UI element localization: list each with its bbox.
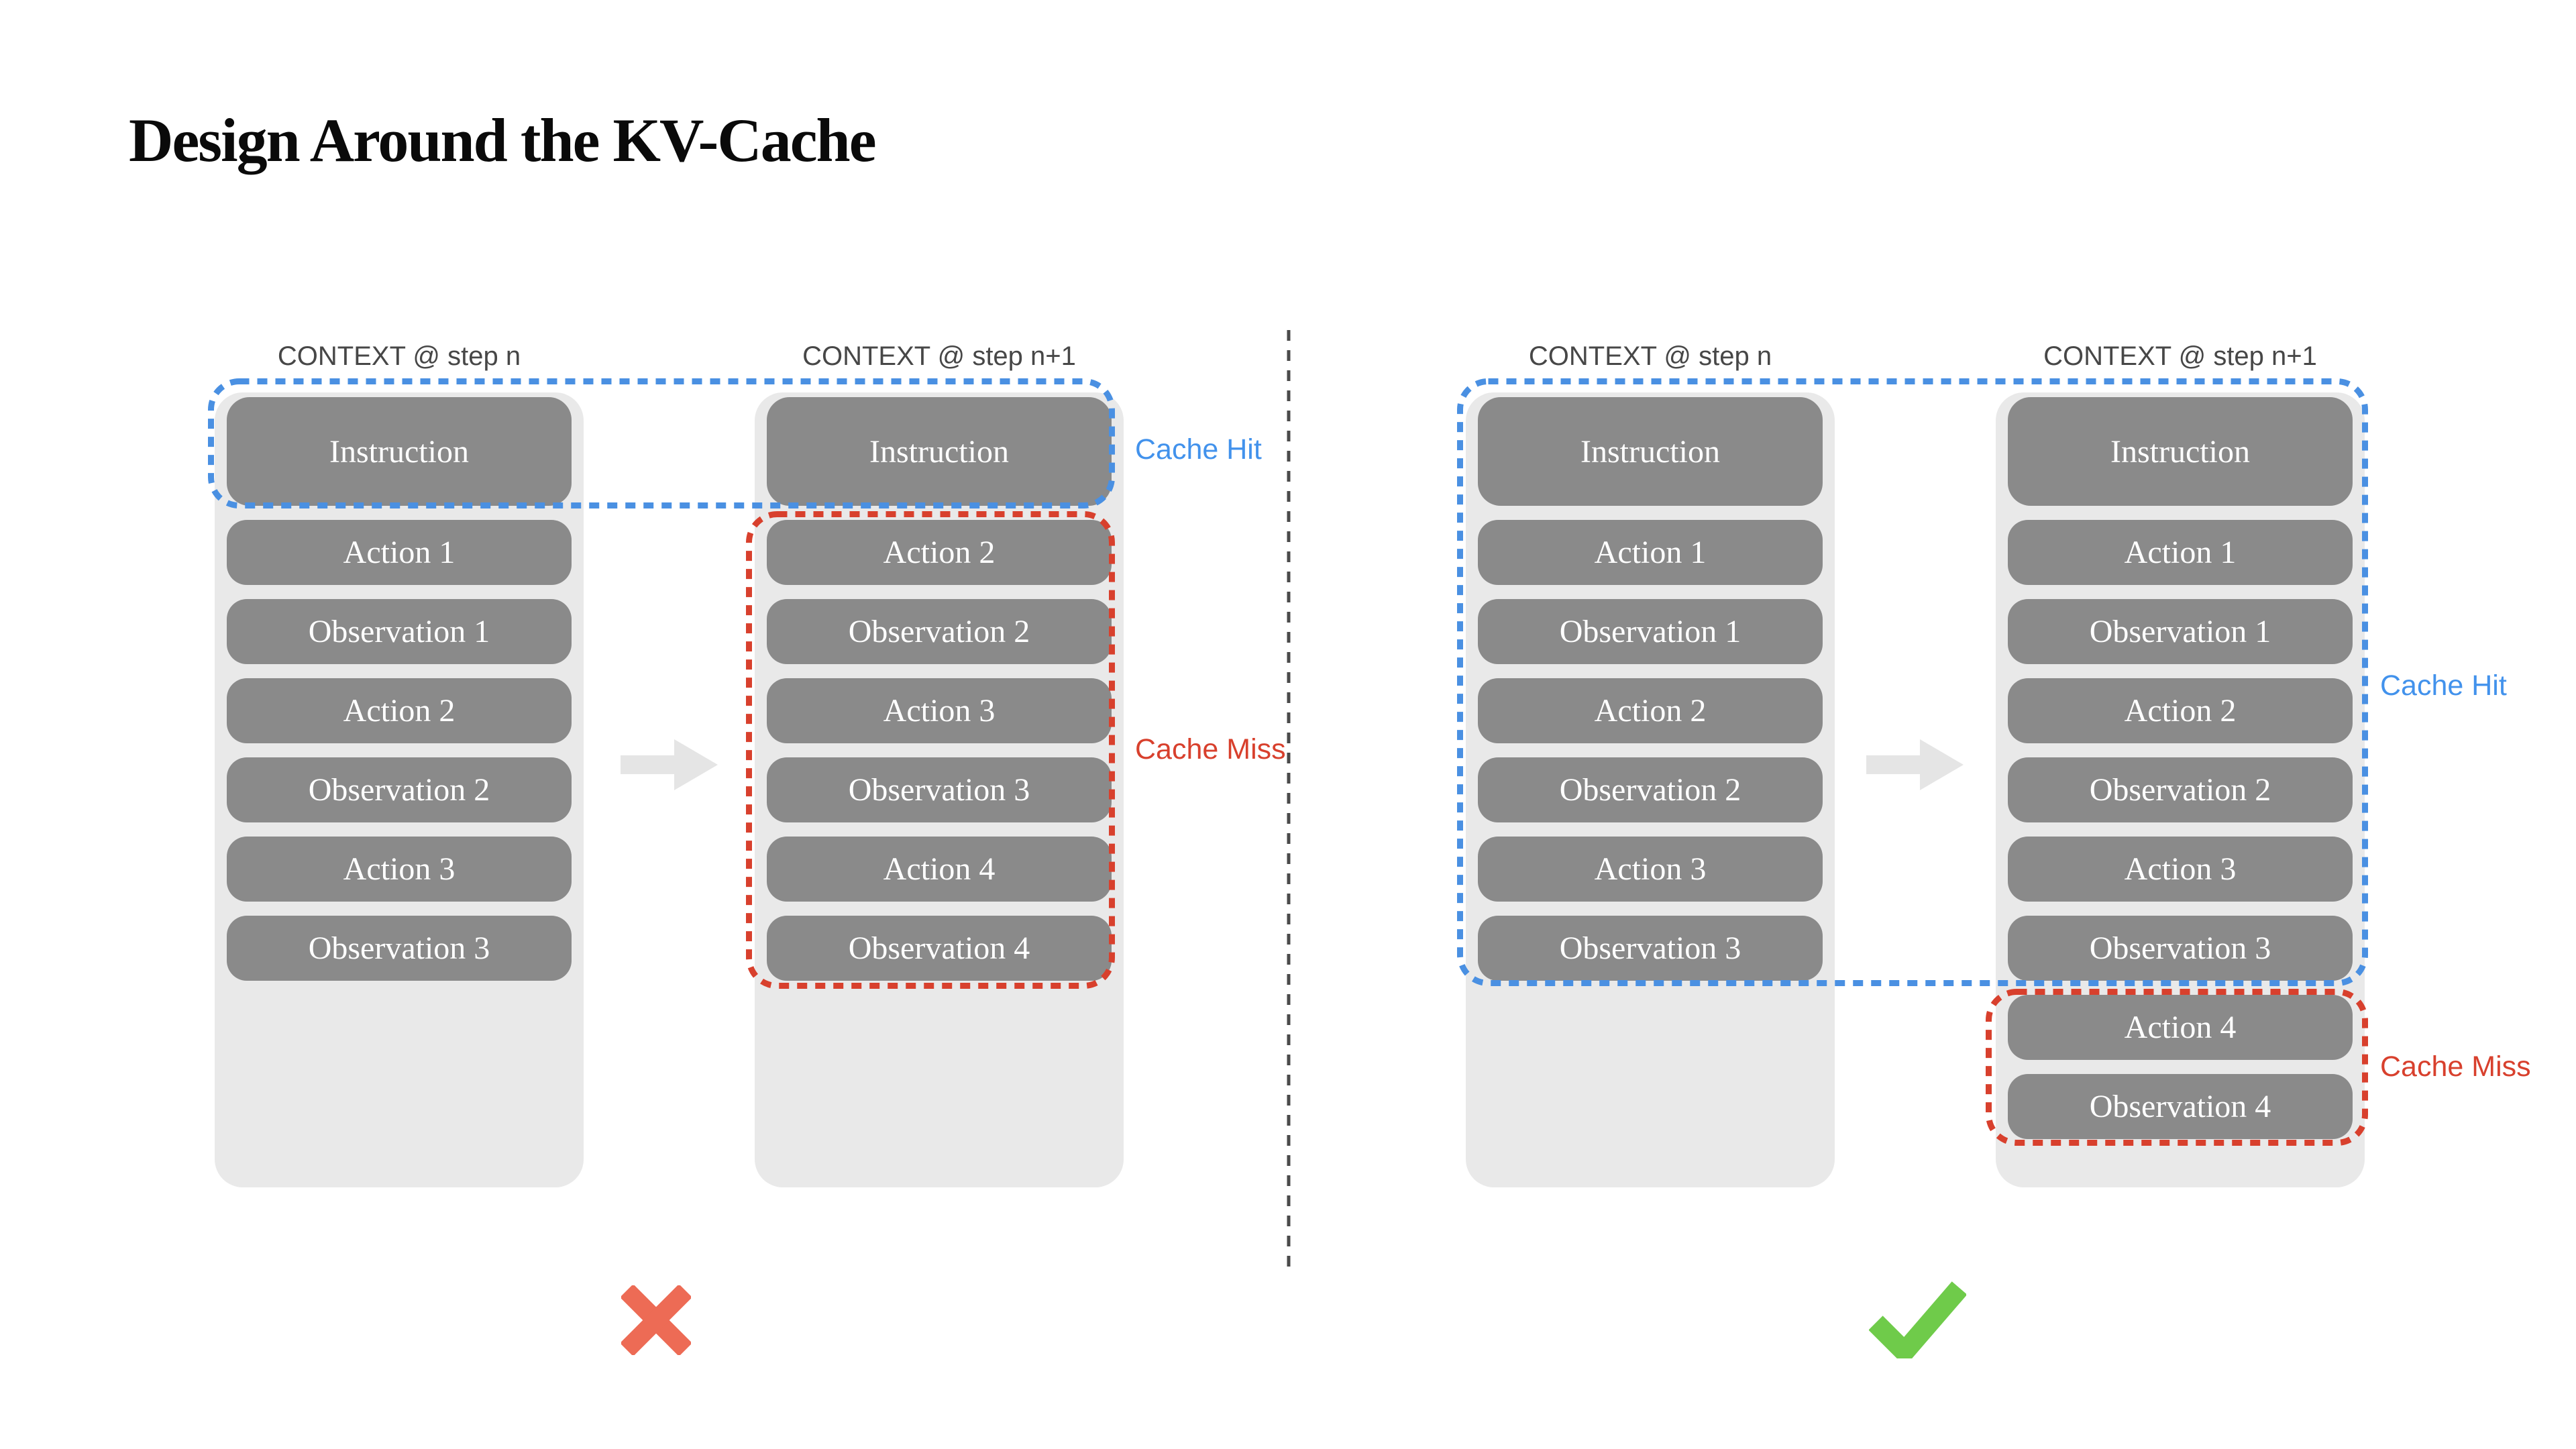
message-box-action-2: Action 2 bbox=[1478, 678, 1823, 743]
message-box-observation-4: Observation 4 bbox=[2008, 1074, 2353, 1139]
column-header-step-n-plus-1: CONTEXT @ step n+1 bbox=[802, 341, 1076, 371]
message-box-action-1: Action 1 bbox=[227, 520, 572, 585]
message-box-observation-2: Observation 2 bbox=[1478, 757, 1823, 822]
column-header-step-n-plus-1: CONTEXT @ step n+1 bbox=[2043, 341, 2317, 371]
cache-miss-label: Cache Miss bbox=[2380, 1051, 2531, 1083]
message-box-observation-2: Observation 2 bbox=[227, 757, 572, 822]
column-header-step-n: CONTEXT @ step n bbox=[1528, 341, 1772, 371]
message-box-observation-2: Observation 2 bbox=[2008, 757, 2353, 822]
message-box-action-3: Action 3 bbox=[1478, 837, 1823, 902]
message-box-action-2: Action 2 bbox=[2008, 678, 2353, 743]
message-box-action-1: Action 1 bbox=[1478, 520, 1823, 585]
message-box-action-1: Action 1 bbox=[2008, 520, 2353, 585]
cache-hit-label: Cache Hit bbox=[2380, 669, 2507, 702]
arrow-right-icon bbox=[1866, 739, 1964, 794]
cache-miss-label: Cache Miss bbox=[1135, 733, 1286, 765]
message-box-action-3: Action 3 bbox=[227, 837, 572, 902]
page-title: Design Around the KV-Cache bbox=[129, 106, 877, 174]
message-box-observation-3: Observation 3 bbox=[227, 916, 572, 981]
message-box-observation-1: Observation 1 bbox=[1478, 599, 1823, 664]
column-header-step-n: CONTEXT @ step n bbox=[277, 341, 521, 371]
checkmark-icon bbox=[1868, 1281, 1968, 1367]
message-box-observation-3: Observation 3 bbox=[2008, 916, 2353, 981]
context-column-step-n-plus-1: Instruction Action 1 Observation 1 Actio… bbox=[1996, 392, 2365, 1187]
message-box-instruction: Instruction bbox=[1478, 397, 1823, 506]
cache-hit-label: Cache Hit bbox=[1135, 433, 1262, 466]
message-box-observation-1: Observation 1 bbox=[227, 599, 572, 664]
message-box-action-4: Action 4 bbox=[2008, 995, 2353, 1060]
context-column-step-n: Instruction Action 1 Observation 1 Actio… bbox=[1466, 392, 1835, 1187]
message-box-action-2: Action 2 bbox=[227, 678, 572, 743]
message-box-observation-3: Observation 3 bbox=[1478, 916, 1823, 981]
message-box-observation-1: Observation 1 bbox=[2008, 599, 2353, 664]
message-box-action-3: Action 3 bbox=[2008, 837, 2353, 902]
message-box-instruction: Instruction bbox=[2008, 397, 2353, 506]
